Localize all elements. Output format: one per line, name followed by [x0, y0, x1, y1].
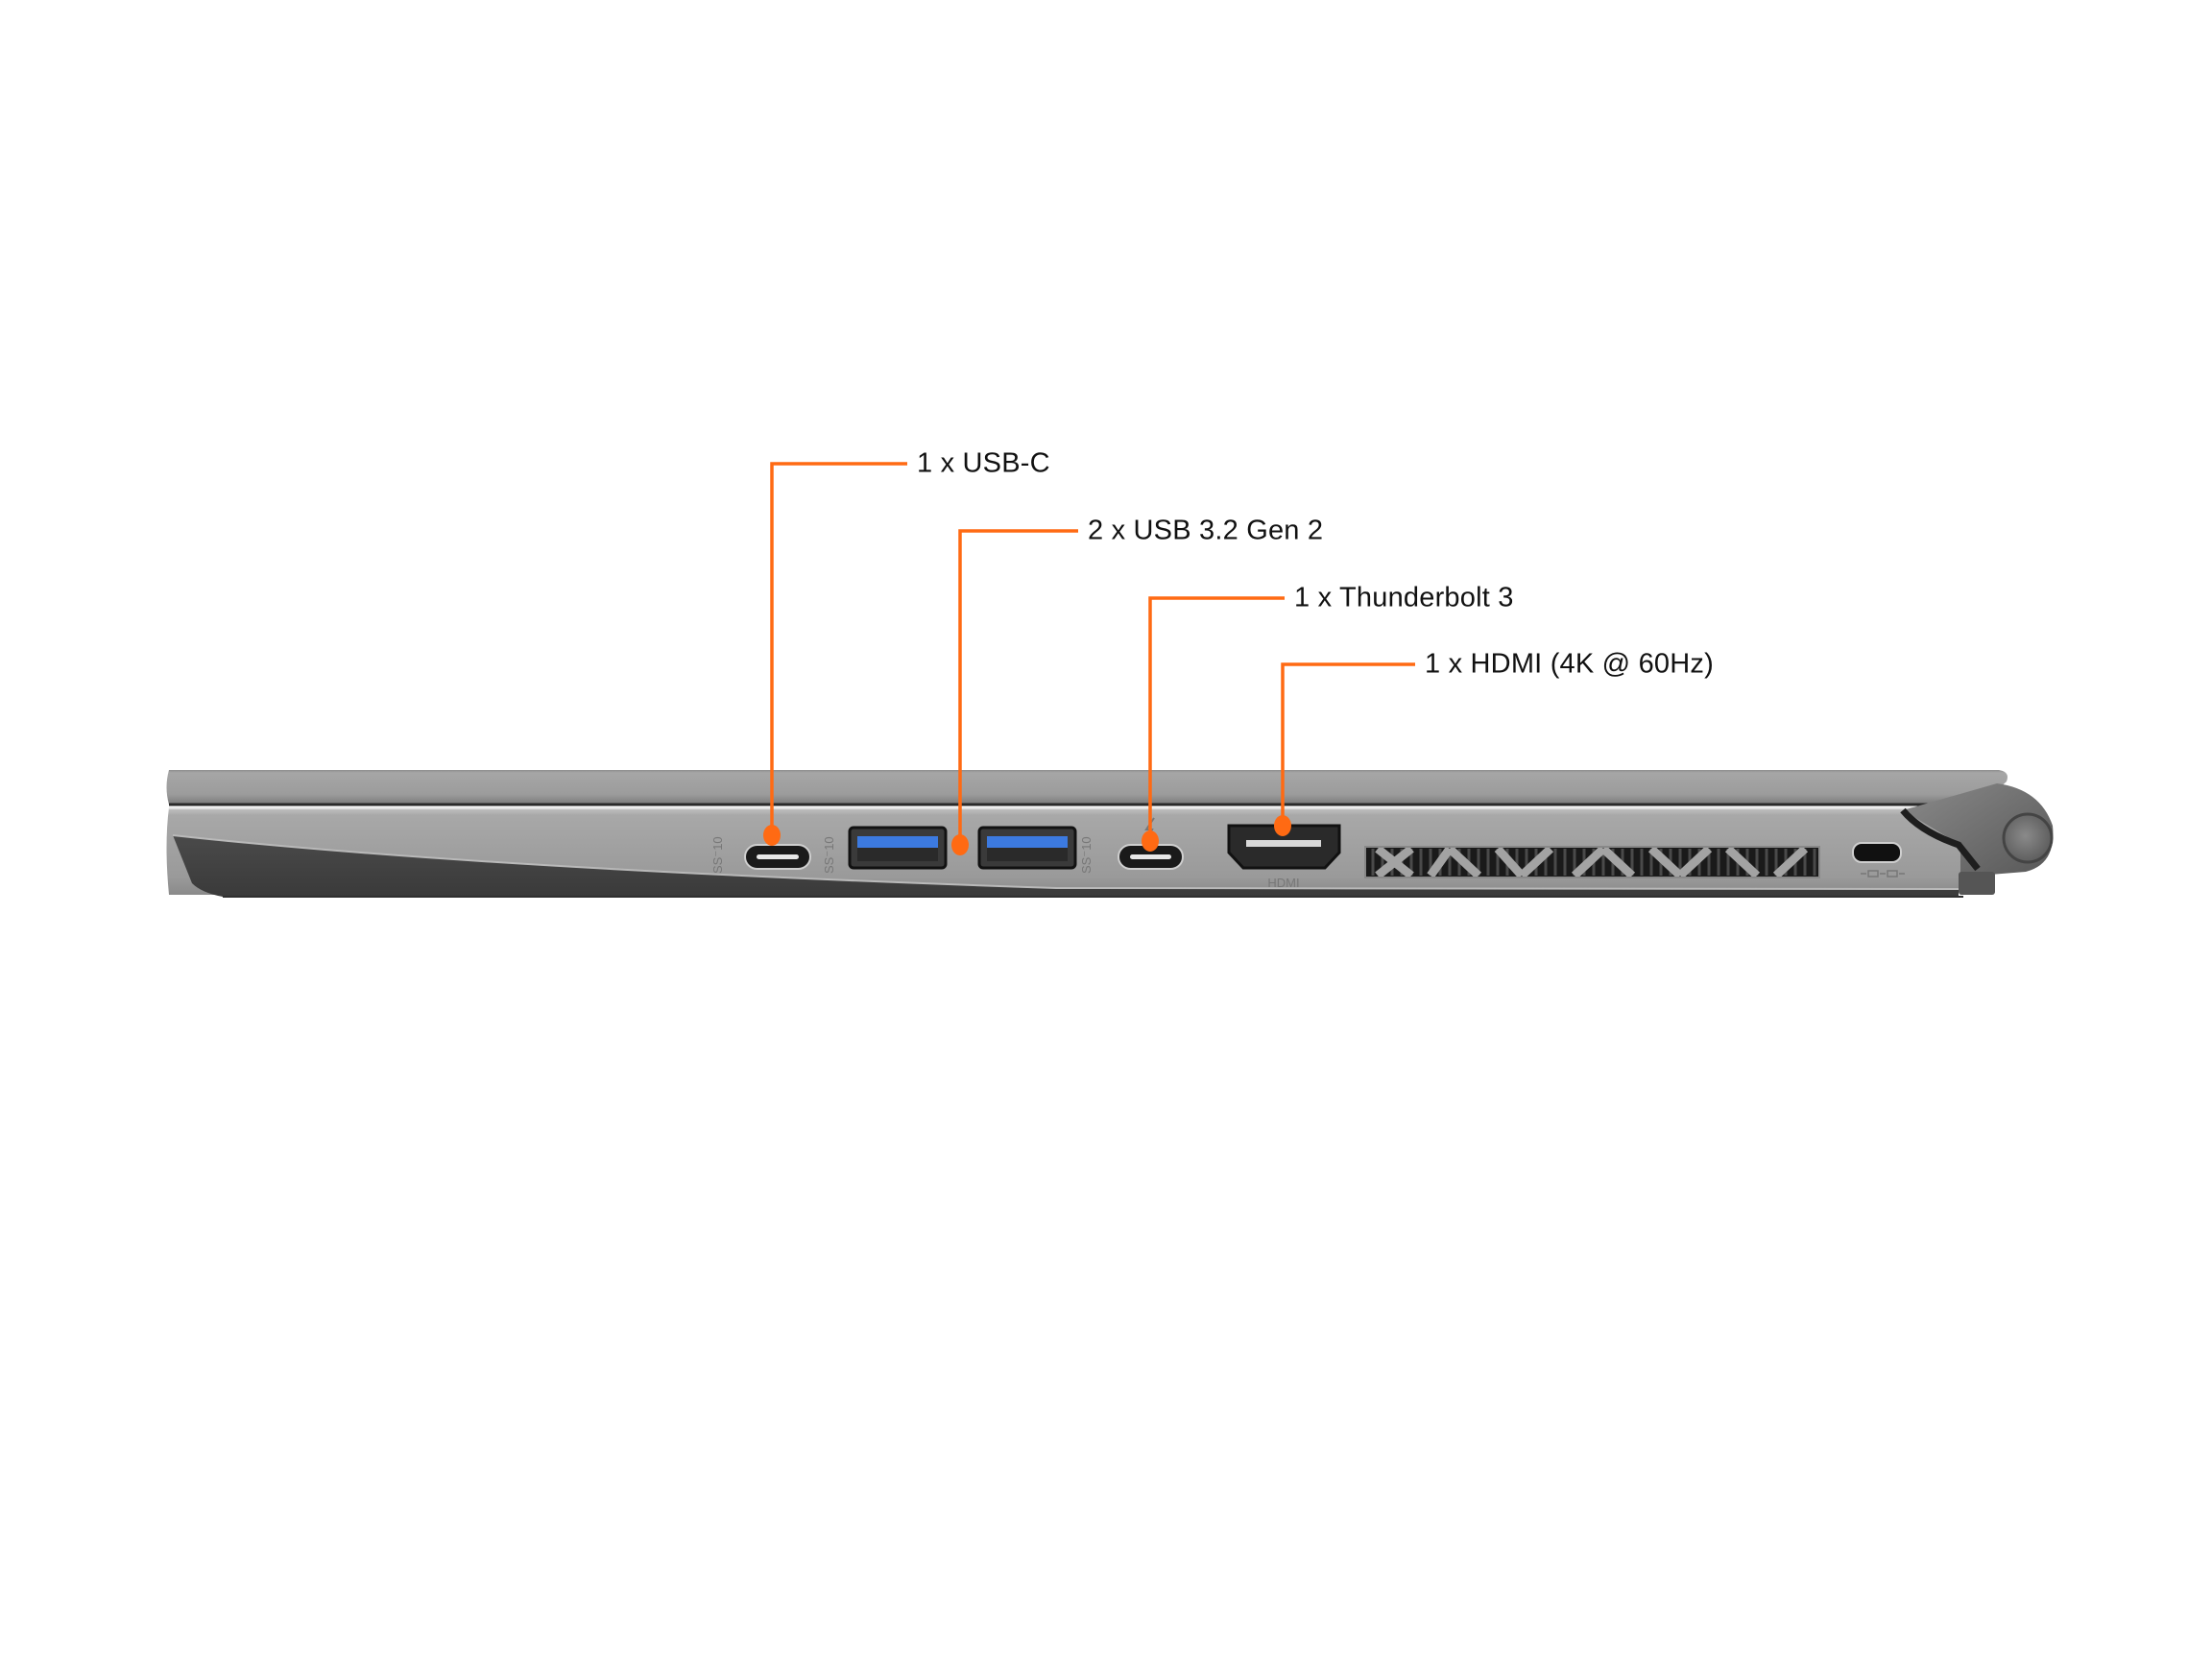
callout-dot-usb-c [763, 825, 781, 846]
callout-dot-usb-a [951, 834, 969, 855]
callout-dot-hdmi [1274, 815, 1291, 836]
laptop-lid [166, 770, 2008, 806]
hinge [1900, 783, 2054, 895]
callout-label-hdmi: 1 x HDMI (4K @ 60Hz) [1425, 648, 1714, 680]
callout-label-thunderbolt: 1 x Thunderbolt 3 [1294, 582, 1514, 613]
superspeed-10-icon: SS⁻10 [822, 836, 836, 874]
hdmi-port: HDMI [1227, 824, 1341, 890]
callout-dots [763, 815, 1291, 855]
callout-line-thunderbolt [1148, 596, 1285, 841]
hinge-knob-icon [2002, 812, 2054, 864]
callout-dot-thunderbolt [1142, 830, 1159, 852]
usb-c-port: SS⁻10 [710, 836, 811, 874]
lock-icon [1861, 870, 1905, 878]
callout-line-hdmi [1281, 662, 1415, 826]
callout-line-usb-a [958, 529, 1078, 845]
usb-a-port-2: SS⁻10 [977, 826, 1094, 874]
callout-label-usb-a: 2 x USB 3.2 Gen 2 [1088, 515, 1324, 546]
usb-a-port-1: SS⁻10 [822, 826, 948, 874]
callout-lines [770, 462, 1415, 845]
vent-grille [1364, 845, 1820, 879]
hdmi-logo-icon: HDMI [1267, 876, 1299, 890]
superspeed-10-icon: SS⁻10 [710, 836, 725, 874]
callout-label-usb-c: 1 x USB-C [917, 447, 1050, 479]
kensington-lock-slot [1852, 842, 1905, 878]
callout-line-usb-c [770, 462, 907, 835]
superspeed-10-icon: SS⁻10 [1079, 836, 1094, 874]
